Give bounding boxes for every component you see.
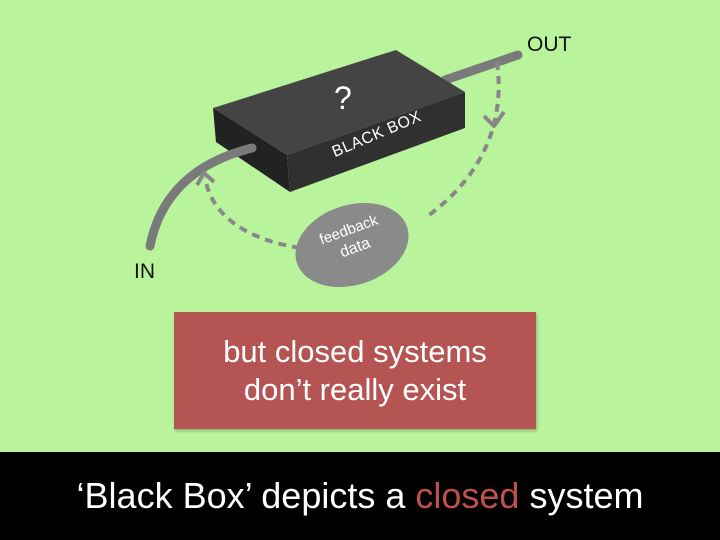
feedback-loop-right (423, 61, 501, 220)
feedback-arrow-down (482, 110, 506, 128)
feedback-data-bubble (295, 202, 409, 288)
footer-title-before: ‘Black Box’ depicts a (76, 475, 416, 516)
callout-text: but closed systems don’t really exist (223, 333, 487, 409)
in-label: IN (134, 260, 155, 283)
feedback-loop-left (203, 177, 301, 250)
black-box-front-face (287, 92, 465, 192)
callout-line2: don’t really exist (243, 371, 467, 407)
callout-line1: but closed systems (223, 333, 487, 369)
footer-title: ‘Black Box’ depicts a closed system (77, 475, 644, 517)
feedback-arrow-up (195, 171, 216, 187)
footer-title-accent: closed (415, 475, 520, 516)
footer-title-after: system (519, 475, 644, 516)
footer-banner: ‘Black Box’ depicts a closed system (0, 452, 720, 540)
output-wire (440, 50, 523, 85)
box-question-mark: ? (334, 80, 352, 116)
black-box-diagram (145, 50, 523, 288)
out-label: OUT (527, 33, 572, 56)
callout-box: but closed systems don’t really exist (174, 312, 536, 429)
input-wire (145, 143, 257, 251)
black-box-top (213, 50, 465, 155)
